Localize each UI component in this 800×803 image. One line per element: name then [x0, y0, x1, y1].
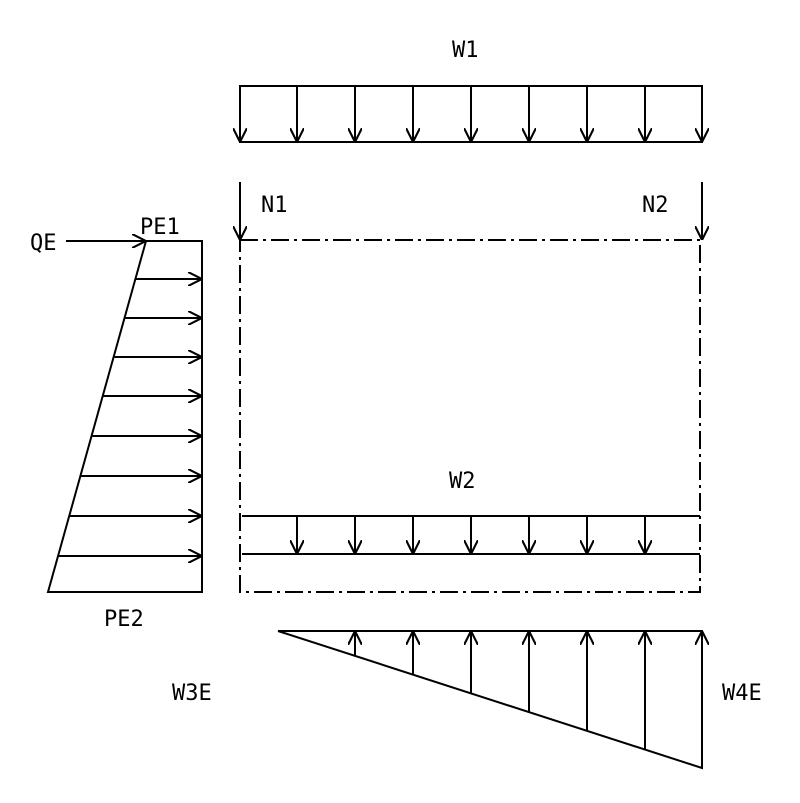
- lateral-earth-pressure: [46, 240, 203, 593]
- label-pe1: PE1: [140, 215, 180, 240]
- w2-load: [242, 515, 700, 555]
- label-w1: W1: [452, 38, 479, 63]
- lateral-load-outline: [46, 240, 203, 593]
- label-w4e: W4E: [722, 681, 762, 706]
- base-reaction-outline: [277, 630, 703, 770]
- label-w3e: W3E: [172, 681, 212, 706]
- base-reaction: [277, 630, 703, 770]
- w1-arrows: [240, 86, 702, 142]
- w1-load: [240, 85, 702, 143]
- label-qe: QE: [30, 231, 57, 256]
- label-n2: N2: [642, 193, 669, 218]
- lateral-load-arrows: [58, 279, 202, 556]
- label-pe2: PE2: [104, 607, 144, 632]
- base-reaction-arrows: [355, 631, 702, 768]
- label-n1: N1: [261, 193, 288, 218]
- structure-outline: [239, 239, 701, 593]
- w2-arrows: [297, 516, 645, 554]
- label-w2: W2: [449, 469, 476, 494]
